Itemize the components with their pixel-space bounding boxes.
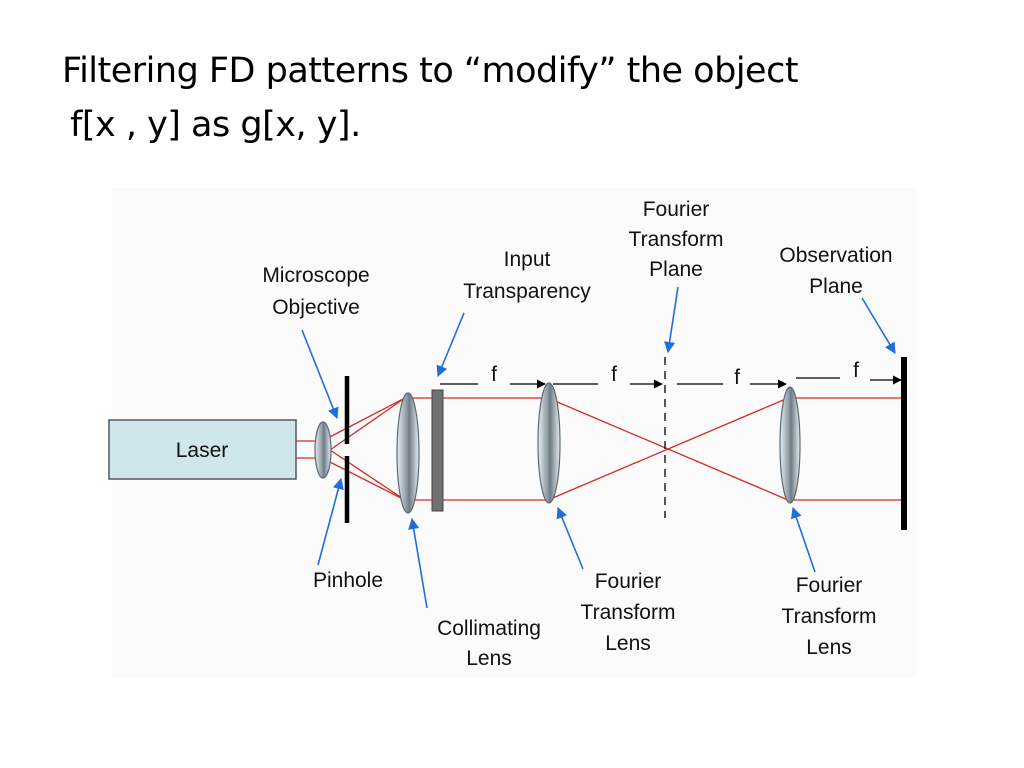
focal-label-4: f xyxy=(853,359,859,382)
fourier-lens-1 xyxy=(537,382,561,504)
focal-label-3: f xyxy=(734,366,740,389)
ft-lens-1-label-1: Fourier xyxy=(595,570,662,593)
collimating-lens xyxy=(396,392,420,514)
microscope-objective-label-2: Objective xyxy=(272,296,360,319)
ft-plane-label-3: Plane xyxy=(649,258,703,281)
arrow-collimating-lens xyxy=(408,517,428,609)
pointer-arrows xyxy=(301,286,896,609)
observation-plane-label-2: Plane xyxy=(809,275,863,298)
collimating-lens-label-2: Lens xyxy=(466,647,512,670)
ft-lens-2-label-2: Transform xyxy=(782,605,877,628)
laser-box xyxy=(108,419,297,480)
ft-plane-label-2: Transform xyxy=(629,228,724,251)
focal-label-1: f xyxy=(491,363,497,386)
microscope-objective-lens xyxy=(314,421,332,479)
arrow-pinhole xyxy=(317,477,344,566)
pinhole-label: Pinhole xyxy=(313,569,383,592)
ft-lens-2-label-1: Fourier xyxy=(796,574,863,597)
arrow-ft-plane xyxy=(663,286,679,354)
laser-beams xyxy=(296,397,903,501)
title-line-2: f[x , y] as g[x, y]. xyxy=(70,105,361,145)
ft-lens-1-label-3: Lens xyxy=(605,632,651,655)
laser-label: Laser xyxy=(176,439,229,462)
input-transparency-slide xyxy=(431,389,444,512)
ft-lens-1-label-2: Transform xyxy=(581,601,676,624)
focal-length-markers xyxy=(440,375,902,389)
input-transparency-label-1: Input xyxy=(504,248,551,271)
observation-plane-label-1: Observation xyxy=(779,244,892,267)
input-transparency-label-2: Transparency xyxy=(463,280,591,303)
ft-lens-2-label-3: Lens xyxy=(806,636,852,659)
collimating-lens-label-1: Collimating xyxy=(437,617,541,640)
arrow-ft-lens-2 xyxy=(790,506,816,573)
ft-plane-label-1: Fourier xyxy=(643,198,710,221)
arrow-ft-lens-1 xyxy=(556,506,584,570)
focal-label-2: f xyxy=(611,363,617,386)
arrow-observation-plane xyxy=(861,297,896,354)
title-line-1: Filtering FD patterns to “modify” the ob… xyxy=(62,51,799,91)
arrow-microscope-objective xyxy=(301,329,339,420)
microscope-objective-label-1: Microscope xyxy=(262,264,369,287)
fourier-lens-2 xyxy=(779,386,801,504)
slide-title: Filtering FD patterns to “modify” the ob… xyxy=(62,44,799,152)
arrow-input-transparency xyxy=(436,312,465,378)
